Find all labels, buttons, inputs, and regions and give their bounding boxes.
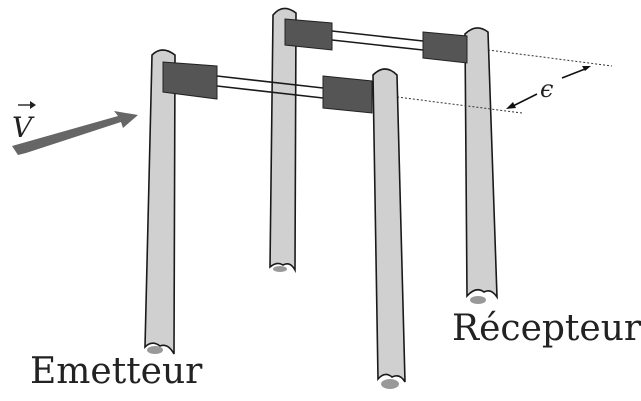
front-right-post [372, 68, 406, 389]
front-right-sensor-block [322, 75, 373, 114]
front-emitter-bar [162, 61, 373, 114]
emitter-label: Emetteur [30, 351, 203, 392]
back-right-post [464, 27, 498, 304]
front-left-sensor-block [162, 61, 218, 100]
back-left-sensor-block [284, 18, 333, 51]
receiver-label: Récepteur [452, 308, 641, 349]
back-right-sensor-block [422, 31, 468, 64]
velocity-label: V [12, 111, 35, 144]
wind-velocity-arrow: V [12, 101, 138, 155]
epsilon-label: ϵ [540, 75, 553, 103]
gap-indicator: ϵ [396, 49, 613, 114]
back-receiver-bar [284, 18, 468, 64]
front-left-post [144, 49, 176, 355]
back-left-post [269, 7, 297, 274]
